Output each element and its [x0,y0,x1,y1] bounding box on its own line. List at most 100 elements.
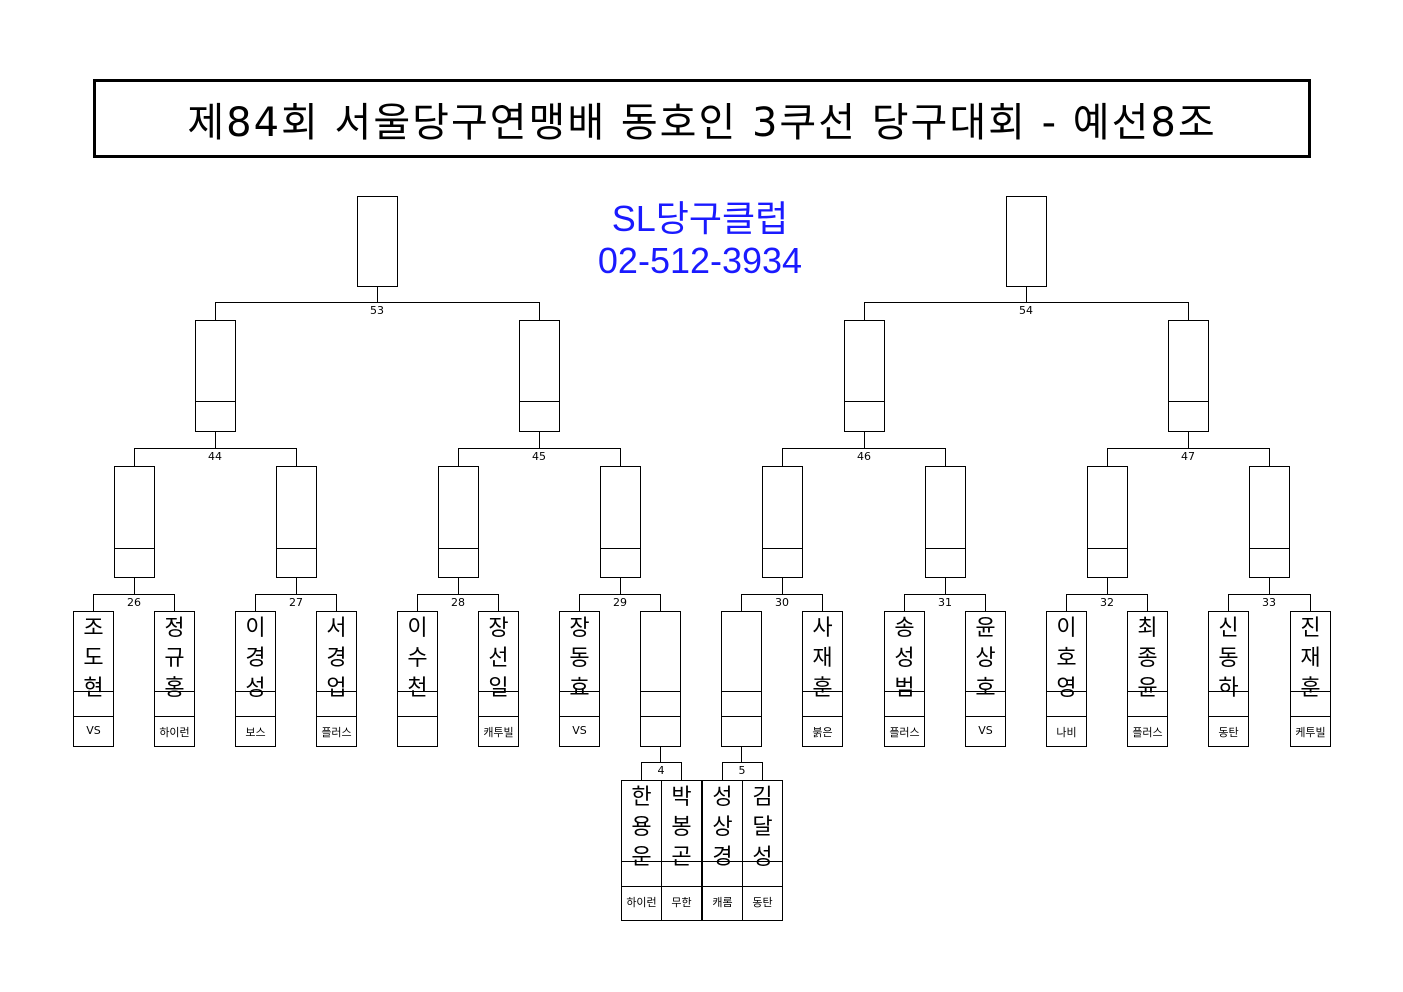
bracket-line [864,302,1189,303]
player-slot [721,611,762,747]
player-club: 플러스 [321,726,352,739]
bracket-line [296,448,297,466]
bracket-line [1269,448,1270,466]
divider [1047,716,1086,717]
player-club: 캐롬 [712,896,733,909]
bracket-line [741,594,823,595]
bracket-line [134,578,135,594]
player-name: 정규홍 [164,616,185,701]
divider [641,716,680,717]
divider [277,548,316,549]
match-number: 28 [451,596,465,609]
divider [622,861,661,862]
bracket-line [215,302,216,320]
divider [439,548,478,549]
bracket-line [458,448,621,449]
player-club: 케투빌 [1295,726,1326,739]
divider [236,716,275,717]
round1-winner-box [762,466,803,578]
bracket-line [1269,578,1270,594]
divider [479,716,518,717]
player-club: 무한 [671,896,692,909]
round1-winner-box [925,466,966,578]
bracket-line [762,762,763,780]
bracket-line [660,594,661,611]
player-name: 서경업 [326,616,347,701]
bracket-line [336,594,337,611]
player-club: 나비 [1056,726,1077,739]
bracket-line [296,578,297,594]
bracket-line [215,432,216,448]
bracket-line [1107,448,1270,449]
divider [662,861,701,862]
divider [803,691,842,692]
bracket-line [904,594,905,611]
bracket-line [134,448,135,466]
divider [560,691,599,692]
player-name: 성상경 [712,785,733,870]
player-name: 이수천 [407,616,428,701]
bracket-line [1066,594,1067,611]
bracket-line [377,287,378,302]
bracket-line [985,594,986,611]
bracket-line [1066,594,1148,595]
bracket-line [539,302,540,320]
bracket-line [1147,594,1148,611]
bracket-line [174,594,175,611]
bracket-line [782,448,946,449]
match-number: 45 [532,450,546,463]
player-name: 김달성 [752,785,773,870]
divider [1291,691,1330,692]
round1-winner-box [438,466,479,578]
divider [398,716,437,717]
bracket-line [741,594,742,611]
divider [317,691,356,692]
bracket-line [722,762,723,780]
player-name: 최종윤 [1137,616,1158,701]
bracket-line [458,448,459,466]
bracket-line [641,762,682,763]
bracket-line [782,448,783,466]
club-phone: 02-512-3934 [597,240,803,281]
player-club: VS [572,724,587,737]
bracket-line [93,594,94,611]
match-number: 27 [289,596,303,609]
match-number: 26 [127,596,141,609]
divider [703,861,742,862]
player-club: 붉은 [812,726,833,739]
title-box: 제84회 서울당구연맹배 동호인 3쿠선 당구대회 - 예선8조 [93,79,1311,158]
divider [1169,401,1208,402]
player-club: 캐투빌 [483,726,514,739]
player-club: 동탄 [752,896,773,909]
bracket-line [904,594,986,595]
divider [966,716,1005,717]
bracket-line [782,578,783,594]
divider [966,691,1005,692]
divider [1088,548,1127,549]
player-name: 송성범 [894,616,915,701]
final-winner-box [357,196,398,287]
player-name: 신동하 [1218,616,1239,701]
bracket-line [539,432,540,448]
bracket-line [620,578,621,594]
player-name: 장동효 [569,616,590,701]
divider [155,716,194,717]
divider [763,548,802,549]
player-slot: 이수천 [397,611,438,747]
match-number: 30 [775,596,789,609]
divider [155,691,194,692]
bracket-line [255,594,337,595]
player-name: 장선일 [488,616,509,701]
bracket-line [620,448,621,466]
bracket-line [498,594,499,611]
bracket-line [215,302,540,303]
player-name: 윤상호 [975,616,996,701]
player-name: 이호영 [1056,616,1077,701]
